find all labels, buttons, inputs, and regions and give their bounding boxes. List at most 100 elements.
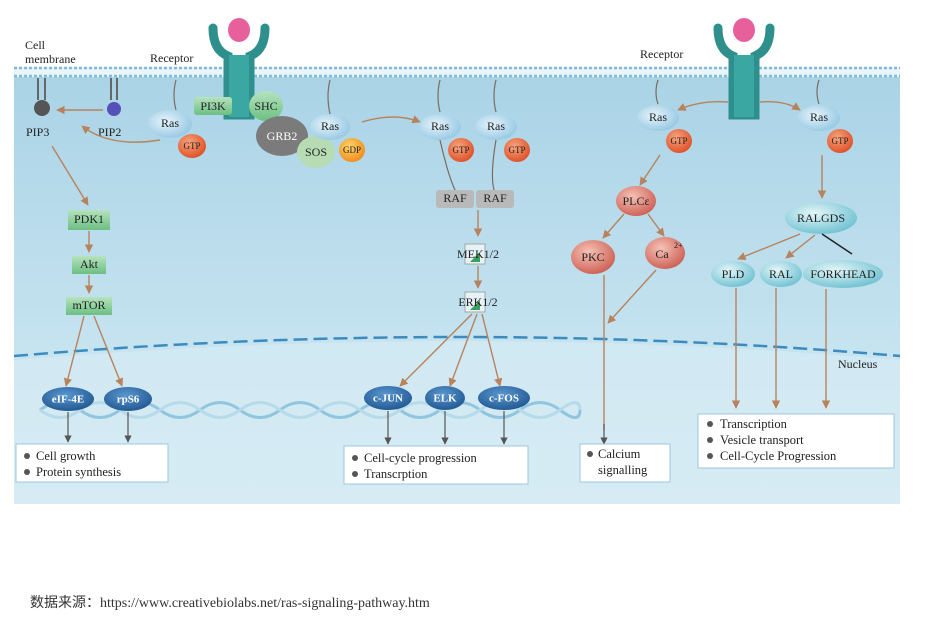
ras-left <box>148 110 192 138</box>
arrow-ralgds-pld <box>737 233 801 261</box>
gtp-mid-1 <box>448 138 474 162</box>
pip3-label: PIP3 <box>26 125 49 139</box>
gtp-right-1-label: GTP <box>670 136 687 146</box>
mtor-box <box>66 297 112 315</box>
ras-left-label: Ras <box>161 116 179 130</box>
ralgds-label: RALGDS <box>797 211 845 225</box>
gdp-label: GDP <box>343 145 361 155</box>
gtp-right-2-label: GTP <box>831 136 848 146</box>
ca-superscript: 2+ <box>674 241 683 250</box>
arrow-ras-plce <box>639 154 661 186</box>
gtp-left <box>178 134 206 158</box>
ras-right-1-label: Ras <box>649 110 667 124</box>
outcome-cell-cycle: Cell-cycle progression <box>364 451 478 465</box>
sos-label: SOS <box>305 145 327 159</box>
arrow-erk-cfos <box>481 313 503 387</box>
eif4e-label: eIF-4E <box>52 394 84 406</box>
arrow-mtor-rps6 <box>93 315 124 387</box>
gtp-left-label: GTP <box>183 141 200 151</box>
ras-gdp-label: Ras <box>321 119 339 133</box>
receptor-left <box>208 18 270 120</box>
arrow-receptor-ras-4 <box>759 100 801 111</box>
raf-label-2: RAF <box>483 191 507 205</box>
receptor-left-label: Receptor <box>150 51 193 65</box>
cfos-node <box>478 386 530 410</box>
pip3-node: PIP3 <box>26 78 50 139</box>
pi3k-label: PI3K <box>200 99 226 113</box>
cjun-node <box>364 386 412 410</box>
arrow-sos-ras <box>361 115 421 124</box>
outcome-box-growth: Cell growth Protein synthesis <box>15 443 169 483</box>
akt-label: Akt <box>80 257 99 271</box>
outcome-box-calcium: Calcium signalling <box>579 443 671 483</box>
ras-gdp-node <box>310 114 350 140</box>
ligand-right <box>733 18 755 42</box>
cfos-label: c-FOS <box>489 393 519 405</box>
outcome-protein-synthesis: Protein synthesis <box>36 465 121 479</box>
gtp-right-2 <box>827 129 853 153</box>
ras-right-2-label: Ras <box>810 110 828 124</box>
outcome-transcrption: Transcrption <box>364 467 428 481</box>
ca-label: Ca <box>655 247 669 261</box>
erk-label: ERK1/2 <box>458 295 497 309</box>
arrow-erk-elk <box>448 313 478 387</box>
ral-node <box>760 261 802 287</box>
cjun-label: c-JUN <box>373 393 403 405</box>
outcome-cell-growth: Cell growth <box>36 449 96 463</box>
rps6-node <box>104 387 152 411</box>
ca-node <box>645 237 685 269</box>
ras-mid-1-label: Ras <box>431 119 449 133</box>
raf-box-1 <box>436 190 474 208</box>
ral-label: RAL <box>769 267 793 281</box>
gdp-node <box>339 138 365 162</box>
ras-right-2 <box>798 105 840 131</box>
pkc-label: PKC <box>581 250 604 264</box>
arrow-erk-cjun <box>399 313 473 387</box>
arrow-plce-ca <box>647 213 665 237</box>
grb2-label: GRB2 <box>267 129 298 143</box>
cell-membrane <box>14 66 900 78</box>
arrow-ca-calcium <box>607 269 657 324</box>
outcome-box-transcription: Transcription Vesicle transport Cell-Cyc… <box>697 413 895 469</box>
plce-node <box>616 186 656 216</box>
nuclear-envelope <box>13 335 901 358</box>
gtp-mid-2-label: GTP <box>508 145 525 155</box>
pld-label: PLD <box>722 267 745 281</box>
receptor-right-label: Receptor <box>640 47 683 61</box>
shc-label: SHC <box>254 99 277 113</box>
pdk1-label: PDK1 <box>74 212 104 226</box>
forkhead-label: FORKHEAD <box>810 267 876 281</box>
pld-node <box>711 261 755 287</box>
gtp-mid-2 <box>504 138 530 162</box>
raf-box-2 <box>476 190 514 208</box>
ligand-left <box>228 18 250 42</box>
eif4e-node <box>42 387 94 411</box>
arrow-pip3-pdk1 <box>51 145 89 206</box>
shc-node <box>249 91 283 121</box>
sos-node <box>297 136 335 168</box>
rps6-label: rpS6 <box>117 394 140 406</box>
cell-membrane-label-2: membrane <box>25 52 76 66</box>
arrow-ras-pi3k <box>81 125 161 143</box>
pkc-node <box>571 240 615 274</box>
outcome-box-cycle: Cell-cycle progression Transcrption <box>343 445 529 485</box>
cell-membrane-label-1: Cell <box>25 38 46 52</box>
akt-box <box>72 256 106 274</box>
arrow-plce-pkc <box>602 213 625 239</box>
ras-mid-1 <box>419 114 461 140</box>
source-note: 数据来源：https://www.creativebiolabs.net/ras… <box>30 596 430 611</box>
ras-mid-2-label: Ras <box>487 119 505 133</box>
gtp-mid-1-label: GTP <box>452 145 469 155</box>
ralgds-node <box>785 202 857 234</box>
outcome-cell-cycle-progression: Cell-Cycle Progression <box>720 449 837 463</box>
outcome-vesicle-transport: Vesicle transport <box>720 433 804 447</box>
gtp-right-1 <box>666 129 692 153</box>
pdk1-box <box>68 210 110 230</box>
nucleus-label: Nucleus <box>838 357 878 371</box>
arrow-ralgds-ral <box>785 234 816 259</box>
grb2-node <box>256 116 308 156</box>
arrow-mtor-eif4e <box>63 315 85 387</box>
forkhead-node <box>803 260 883 288</box>
mek-label: MEK1/2 <box>457 247 499 261</box>
